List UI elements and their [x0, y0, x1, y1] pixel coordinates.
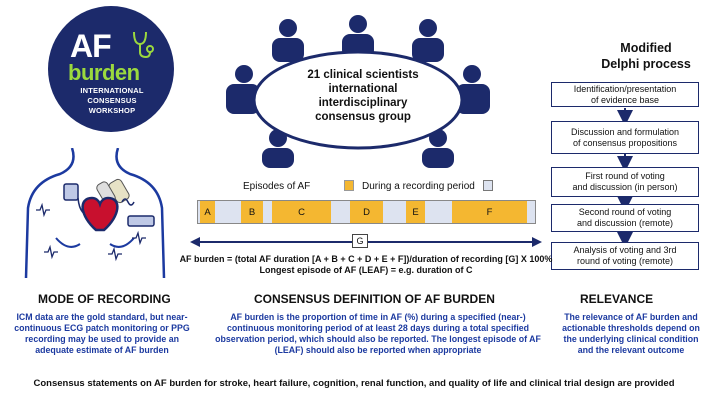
logo-line-2: CONSENSUS [87, 96, 137, 105]
torso-monitoring-illustration [24, 148, 166, 278]
legend-episodes-swatch [344, 180, 354, 191]
relevance-body-line-1: The relevance of AF burden and [564, 312, 698, 322]
meeting-table-illustration [226, 15, 490, 168]
mode-body: ICM data are the gold standard, but near… [4, 312, 200, 356]
heart-icon [81, 196, 119, 232]
delphi-step-1-line-1: Identification/presentation [573, 83, 677, 94]
leaf-definition: Longest episode of AF (LEAF) = e.g. dura… [259, 265, 473, 275]
mode-body-line-2: continuous ECG patch monitoring or PPG [14, 323, 190, 333]
episode-b: B [241, 201, 263, 223]
definition-body-line-1: AF burden is the proportion of time in A… [230, 312, 526, 322]
consensus-line-4: consensus group [315, 111, 411, 123]
episode-a: A [200, 201, 215, 223]
relevance-title: RELEVANCE [580, 292, 654, 306]
delphi-step-5-line-1: Analysis of voting and 3rd [573, 245, 677, 255]
table-ellipse [252, 50, 464, 150]
logo-line-1: INTERNATIONAL [80, 86, 144, 95]
definition-body-line-4: (LEAF) should also be reported when appr… [274, 345, 482, 355]
relevance-body: The relevance of AF burden and actionabl… [556, 312, 706, 356]
mode-body-line-1: ICM data are the gold standard, but near… [16, 312, 188, 322]
episode-f: F [452, 201, 527, 223]
delphi-step-3-line-2: and discussion (in person) [572, 182, 678, 192]
delphi-step-4-line-1: Second round of voting [578, 207, 672, 217]
definition-body: AF burden is the proportion of time in A… [192, 312, 564, 356]
relevance-body-line-3: the underlying clinical condition [563, 334, 699, 344]
episode-c: C [272, 201, 331, 223]
definition-body-line-2: continuous monitoring period of at least… [226, 323, 530, 333]
mode-title: MODE OF RECORDING [38, 292, 171, 306]
relevance-body-line-2: actionable thresholds depend on [562, 323, 700, 333]
period-g-label: G [352, 234, 368, 248]
stethoscope-icon [133, 31, 154, 59]
delphi-step-3-line-1: First round of voting [585, 171, 665, 181]
delphi-title-line-2: Delphi process [601, 57, 691, 71]
consensus-line-2: international [328, 83, 398, 95]
delphi-title-line-1: Modified [620, 41, 672, 55]
relevance-body-line-4: and the relevant outcome [577, 345, 685, 355]
logo-af-text: AF [70, 28, 112, 64]
footer-statement: Consensus statements on AF burden for st… [33, 378, 675, 389]
episode-d: D [350, 201, 383, 223]
logo-burden-text: burden [68, 60, 140, 85]
consensus-line-1: 21 clinical scientists [307, 69, 419, 81]
mode-body-line-3: recording may be used to provide an [25, 334, 179, 344]
mode-body-line-4: adequate estimate of AF burden [35, 345, 169, 355]
delphi-step-2-line-2: of consensus propositions [572, 137, 678, 148]
delphi-step-5-line-2: round of voting (remote) [576, 256, 674, 266]
legend-recording-label: During a recording period [362, 181, 475, 192]
consensus-line-3: interdisciplinary [318, 97, 408, 109]
logo-line-3: WORKSHOP [88, 106, 136, 115]
delphi-step-2-line-1: Discussion and formulation [570, 126, 680, 137]
legend-recording-swatch [483, 180, 493, 191]
af-burden-formula: AF burden = (total AF duration [A + B + … [179, 254, 553, 264]
legend-episodes-label: Episodes of AF [243, 181, 311, 192]
delphi-step-4-line-2: and discussion (remote) [576, 218, 674, 228]
episode-e: E [406, 201, 425, 223]
definition-body-line-3: observation period, which should also be… [215, 334, 541, 344]
definition-title: CONSENSUS DEFINITION OF AF BURDEN [254, 292, 495, 306]
af-burden-logo [48, 6, 174, 132]
delphi-step-1-line-2: of evidence base [590, 94, 660, 105]
implant-device-icon [63, 183, 79, 201]
